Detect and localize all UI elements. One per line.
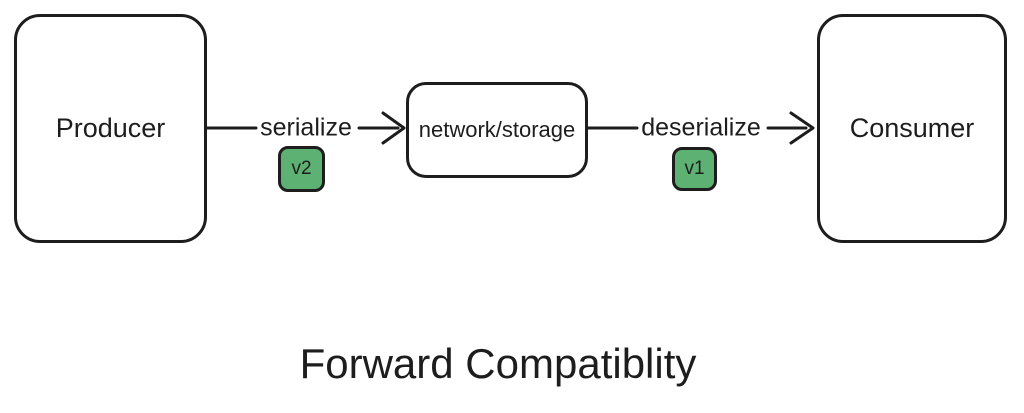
deserialize-edge-label: deserialize <box>641 113 761 142</box>
network-storage-node: network/storage <box>406 82 588 178</box>
network-storage-label: network/storage <box>418 117 576 142</box>
deserialize-version-label: v1 <box>684 158 705 179</box>
producer-node: Producer <box>14 14 207 243</box>
deserialize-arrowhead <box>789 111 815 145</box>
serialize-arrowhead <box>381 111 406 145</box>
diagram-title: Forward Compatiblity <box>299 340 697 387</box>
serialize-version-badge: v2 <box>278 146 325 192</box>
producer-label: Producer <box>55 113 166 143</box>
serialize-edge-label: serialize <box>260 113 352 142</box>
consumer-node: Consumer <box>817 14 1007 243</box>
deserialize-version-badge: v1 <box>672 147 717 191</box>
consumer-label: Consumer <box>849 113 975 143</box>
serialize-version-label: v2 <box>291 158 312 179</box>
